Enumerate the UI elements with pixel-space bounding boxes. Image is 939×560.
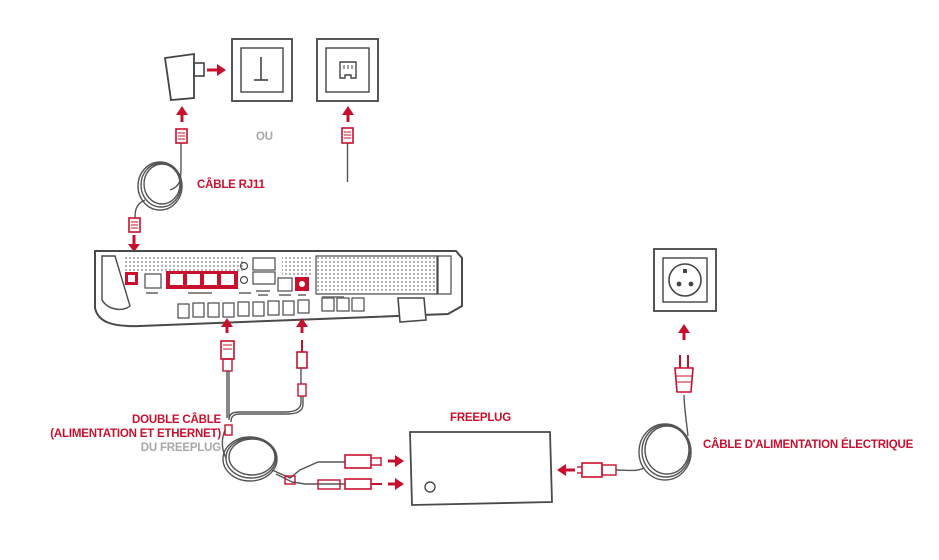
- double-cable-label-line2: (ALIMENTATION ET ETHERNET): [50, 428, 221, 440]
- phone-wall-socket-icon: [231, 38, 293, 102]
- cable-rj11-label: CÂBLE RJ11: [197, 179, 265, 191]
- rj11-cable: [134, 143, 183, 219]
- freeplug-label: FREEPLUG: [450, 412, 512, 424]
- arrow-up-power-port: [296, 318, 308, 333]
- arrow-up-outlet: [678, 324, 690, 340]
- arrow-left-to-freeplug: [557, 464, 575, 476]
- double-cable-label-line3: DU FREEPLUG: [140, 442, 221, 454]
- arrow-up-ethernet-socket: [342, 106, 354, 122]
- arrow-to-phone-socket: [207, 64, 226, 76]
- freeplug-rj45-connector: [344, 454, 382, 469]
- rj11-adapter-icon: [163, 52, 205, 101]
- dc-plug-icon: [296, 340, 308, 397]
- power-plug-icon: [674, 355, 694, 393]
- double-cable: [221, 368, 345, 485]
- freeplug-dc-connector: [344, 478, 382, 490]
- arrow-up-adapter: [176, 106, 188, 122]
- power-outlet-icon: [653, 248, 717, 312]
- iec-connector-icon: [577, 462, 617, 478]
- ethernet-wall-socket-icon: [316, 38, 379, 102]
- rj11-connector-bottom-icon: [128, 217, 141, 233]
- rj45-plug-icon: [220, 340, 235, 372]
- or-label: OU: [256, 131, 273, 143]
- freebox-server: [94, 250, 463, 328]
- cable-ferrite: [224, 424, 341, 490]
- power-cable-label: CÂBLE D'ALIMENTATION ÉLECTRIQUE: [703, 439, 914, 451]
- arrow-right-freeplug-power: [388, 478, 404, 490]
- arrow-right-freeplug-ethernet: [388, 455, 404, 467]
- rj45-connector-icon: [341, 127, 354, 144]
- power-cable: [615, 394, 692, 481]
- rj11-connector-icon: [175, 128, 188, 144]
- freeplug-box: [409, 431, 553, 506]
- arrow-down-to-box: [128, 235, 140, 252]
- double-cable-label-line1: DOUBLE CÂBLE: [132, 414, 221, 426]
- arrow-up-ethernet-port: [221, 318, 233, 333]
